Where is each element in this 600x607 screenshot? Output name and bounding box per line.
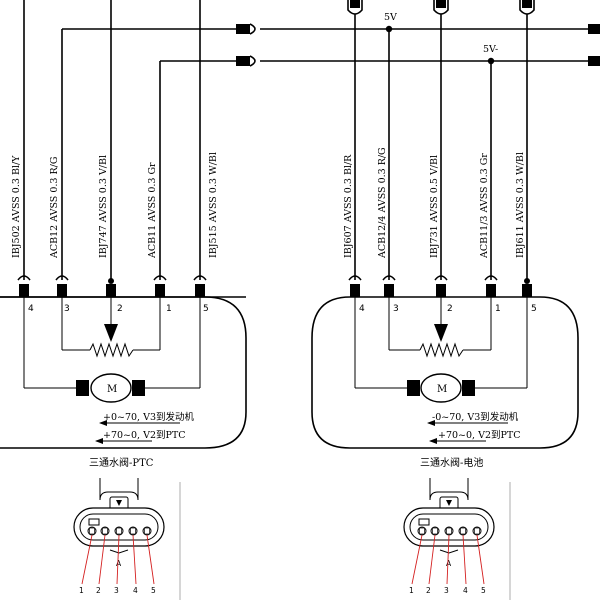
right-potentiometer <box>419 342 464 358</box>
right-pin-3: 3 <box>393 304 399 314</box>
right-connector-pin-4: 4 <box>463 586 468 595</box>
left-wiper-arrow <box>104 324 118 342</box>
left-pin-3: 3 <box>64 304 70 314</box>
right-wire-label-5: IBJ611 AVSS 0.3 W/Bl <box>515 152 526 258</box>
left-wire-label-3: ACB12 AVSS 0.3 R/G <box>49 157 60 259</box>
right-wire-label-1: ACB11/3 AVSS 0.3 Gr <box>479 153 490 259</box>
left-wire-label-2: IBJ747 AVSS 0.3 V/Bl <box>98 155 109 258</box>
bus-connector-left-lower <box>236 56 250 66</box>
left-connector-pin-5: 5 <box>151 586 156 595</box>
right-pin-2: 2 <box>447 304 453 314</box>
right-motor-label: M <box>437 384 447 395</box>
left-pin-5: 5 <box>203 304 209 314</box>
right-connector-pin-5: 5 <box>481 586 486 595</box>
right-wire-label-3: ACB12/4 AVSS 0.3 R/G <box>377 147 388 259</box>
left-terminals <box>17 275 207 297</box>
right-wire-label-4: IBJ607 AVSS 0.3 Bl/R <box>343 154 354 258</box>
left-connector-pin-4: 4 <box>133 586 138 595</box>
right-caption: 三通水阀-电池 <box>420 456 483 469</box>
left-circuit: IBJ502 AVSS 0.3 Bl/Y ACB12 AVSS 0.3 R/G … <box>0 0 247 469</box>
top-bus: 5V 5V- <box>62 0 600 67</box>
left-pin-4: 4 <box>28 304 34 314</box>
left-wire-label-1: ACB11 AVSS 0.3 Gr <box>147 162 158 259</box>
right-pin-1: 1 <box>495 304 501 314</box>
right-note-2: +70~0, V2到PTC <box>438 429 521 441</box>
left-connector-pin-3: 3 <box>114 586 119 595</box>
right-connector-key: A <box>446 559 452 568</box>
right-pin-5: 5 <box>531 304 537 314</box>
right-motor <box>420 373 462 403</box>
left-connector-key: A <box>116 559 122 568</box>
left-potentiometer <box>89 342 134 358</box>
bus-connector-left-upper <box>236 24 250 34</box>
left-motor-label: M <box>107 384 117 395</box>
bus-label-5v-minus: 5V- <box>483 44 498 55</box>
right-pin-4: 4 <box>359 304 365 314</box>
right-connector-pin-3: 3 <box>444 586 449 595</box>
right-connector-pin-2: 2 <box>426 586 431 595</box>
bus-label-5v: 5V <box>384 12 397 23</box>
right-wire-label-2: IBJ731 AVSS 0.5 V/Bl <box>429 155 440 258</box>
left-connector-pin-2: 2 <box>96 586 101 595</box>
left-connector-pin-1: 1 <box>79 586 84 595</box>
right-circuit: IBJ607 AVSS 0.3 Bl/R ACB12/4 AVSS 0.3 R/… <box>311 14 579 469</box>
left-pin-2: 2 <box>117 304 123 314</box>
left-wire-label-4: IBJ502 AVSS 0.3 Bl/Y <box>11 155 22 258</box>
left-pin-1: 1 <box>166 304 172 314</box>
left-note-1: +0~70, V3到发动机 <box>103 411 194 423</box>
left-motor <box>90 373 132 403</box>
right-wiper-arrow <box>434 324 448 342</box>
left-caption: 三通水阀-PTC <box>89 456 154 469</box>
left-wire-label-5: IBJ515 AVSS 0.3 W/Bl <box>208 152 219 258</box>
right-module-enclosure <box>311 296 579 449</box>
left-connector-drawing: A 1 2 3 4 5 <box>73 478 181 600</box>
right-connector-drawing: A 1 2 3 4 5 <box>403 478 511 600</box>
left-note-2: +70~0, V2到PTC <box>103 429 186 441</box>
right-terminals <box>348 275 532 297</box>
left-connector-pin-holes <box>87 526 152 536</box>
right-connector-pin-1: 1 <box>409 586 414 595</box>
left-module-enclosure <box>0 296 247 449</box>
right-note-1: -0~70, V3到发动机 <box>432 411 519 423</box>
